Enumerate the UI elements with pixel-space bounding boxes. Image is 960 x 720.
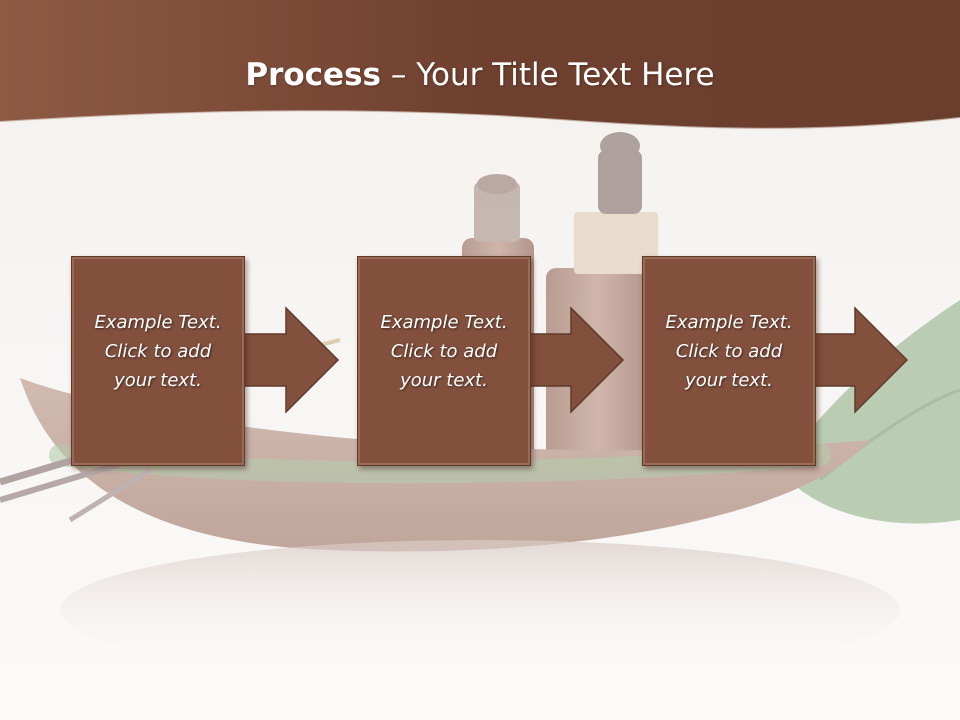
- step-box: [357, 256, 531, 466]
- process-step-3[interactable]: Example Text. Click to add your text.: [642, 256, 816, 466]
- step-text[interactable]: Example Text. Click to add your text.: [665, 312, 793, 391]
- step-text[interactable]: Example Text. Click to add your text.: [94, 312, 222, 391]
- arrow-1: [243, 306, 340, 414]
- step-box: [642, 256, 816, 466]
- process-step-1[interactable]: Example Text. Click to add your text.: [71, 256, 245, 466]
- header-band: [0, 0, 960, 129]
- step-box: [71, 256, 245, 466]
- arrow-2: [529, 306, 625, 414]
- process-step-2[interactable]: Example Text. Click to add your text.: [357, 256, 531, 466]
- title-bold: Process: [245, 57, 381, 93]
- table-reflection: [60, 540, 900, 680]
- slide-title[interactable]: Process – Your Title Text Here: [0, 50, 960, 100]
- step-text[interactable]: Example Text. Click to add your text.: [380, 312, 508, 391]
- title-rest: – Your Title Text Here: [381, 57, 715, 93]
- arrow-3: [814, 306, 909, 414]
